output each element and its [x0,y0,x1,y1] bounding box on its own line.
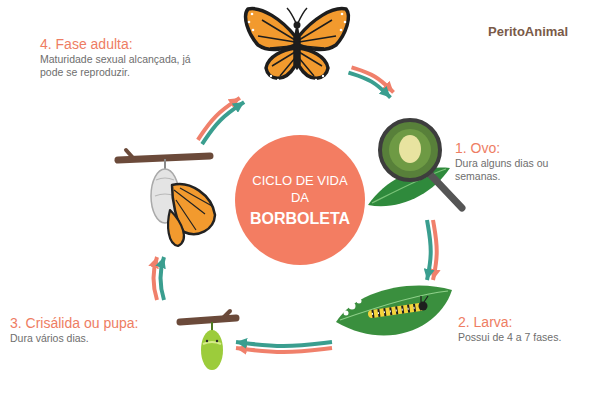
egg-magnifier [368,120,462,208]
text-group: 2. Larva:Possui de 4 a 7 fases. [458,313,566,344]
chrysalis [201,330,223,370]
stage-group: 4. Fase adulta:Maturidade sexual alcança… [30,5,350,100]
body-text: Maturidade sexual alcançada, já pode se … [40,53,195,79]
butterfly-wing [246,9,295,82]
leaf-bite [349,303,356,310]
butterfly-wing [299,9,348,82]
caterpillar-leaf [336,285,452,335]
text-group: 1. Ovo:Dura alguns dias ou semanas. [455,139,565,183]
heading-text: 1. Ovo: [455,139,565,157]
antennae [287,8,307,23]
leaf-bite [357,299,362,304]
arrow-stroke [202,102,244,144]
arrow-stroke [236,348,332,352]
arrow-stroke [433,220,437,280]
text-group: 3. Crisálida ou pupa:Dura vários dias. [10,314,180,345]
twig [126,150,134,159]
branch [180,318,236,322]
arrow-stroke [161,257,165,300]
leaf-bite [344,311,349,316]
text-group: 4. Fase adulta:Maturidade sexual alcança… [40,35,195,79]
cycle-arrow [236,342,332,352]
stage-group: 2. Larva:Possui de 4 a 7 fases. [332,280,572,358]
lens-inner [389,129,431,171]
cycle-arrow [154,257,165,300]
cycle-arrow [198,98,244,144]
label-slot: PeritoAnimal [488,24,568,39]
chrysalis-dot [216,340,218,342]
arrow-stroke [427,220,431,280]
cycle-arrow [427,220,437,280]
arrow-stroke [348,73,390,98]
connector-group [198,67,437,352]
emerging-wing [168,210,184,246]
body-text: Dura vários dias. [10,332,180,345]
circle-title: BORBOLETA [248,209,353,229]
stage-group: 1. Ovo:Dura alguns dias ou semanas. [366,95,571,220]
arrow-stroke [236,342,332,346]
caterpillar-feelers [421,296,428,302]
chrysalis-dot [206,340,208,342]
leaf-rib [340,291,448,320]
twig [222,311,230,319]
chrysalis-band [203,342,221,344]
wing-dot [248,21,251,24]
heading-text: 2. Larva: [458,313,566,331]
text-group: CICLO DE VIDA DA BORBOLETA [248,172,353,229]
pupa-stem [211,322,213,331]
monarch-butterfly [246,8,349,81]
caterpillar-stripes [372,307,420,314]
heading-text: 3. Crisálida ou pupa: [10,314,180,332]
wing-dot [252,29,255,32]
forewing [246,9,295,50]
body-text: Possui de 4 a 7 fases. [458,331,566,344]
leaf [336,285,452,335]
magnifier-lens [380,120,440,180]
body-text: Dura alguns dias ou semanas. [455,157,565,183]
wing-veins [258,20,295,76]
heading-text: 4. Fase adulta: [40,35,195,53]
stage-group: 3. Crisálida ou pupa:Dura vários dias. [5,142,236,385]
caterpillar-body [372,307,420,314]
egg [399,135,421,163]
caterpillar-head [419,302,428,311]
watermark-logo: PeritoAnimal [488,24,568,39]
arrow-stroke [154,257,158,300]
center-circle: CICLO DE VIDA DA BORBOLETA [235,135,365,265]
butterfly-body [294,26,300,70]
cycle-arrow [348,67,393,97]
butterfly-head [294,22,301,29]
circle-subtitle: CICLO DE VIDA DA [248,172,353,206]
caterpillar-stripes [372,307,420,314]
wing-dot [251,13,254,16]
wing-dot [277,79,279,81]
emerging-butterfly [118,150,215,246]
pupa [180,311,236,370]
wing-dot [270,75,272,77]
